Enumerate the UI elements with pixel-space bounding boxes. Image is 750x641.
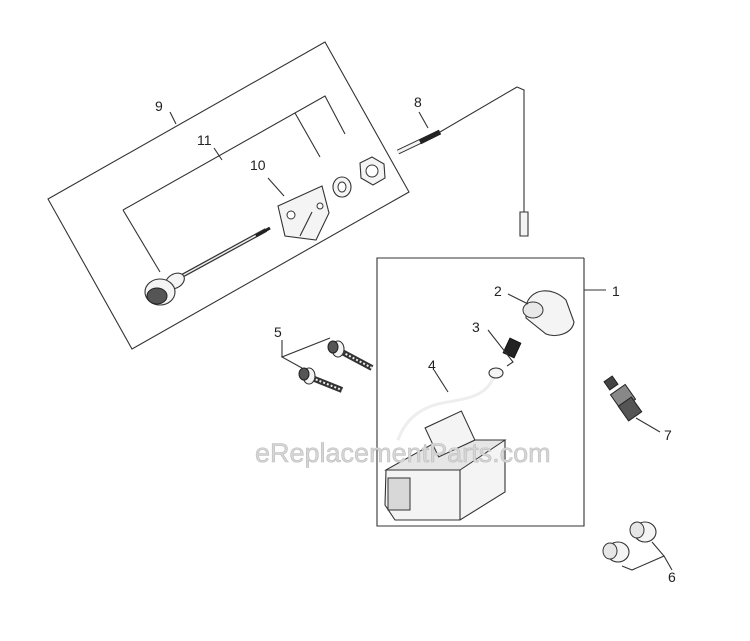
bolt-lower [298,367,344,393]
leader-line [213,147,223,161]
leader-line [621,541,665,571]
assembly-11-bracket [122,95,346,211]
choke-knob-rod [144,226,271,306]
callout-9: 9 [155,98,163,114]
leader-line [418,111,429,129]
assembly-1-frame [376,257,585,527]
bracket-plate [277,185,330,241]
callout-2: 2 [494,283,502,299]
callout-6: 6 [668,569,676,585]
callout-5: 5 [274,324,282,340]
callout-10: 10 [250,157,266,173]
washer [332,176,352,198]
terminal-cap [522,290,575,337]
leader-line [294,112,321,158]
leader-line [507,293,529,305]
spring [502,337,522,359]
grommet-lower [602,541,630,563]
ignition-coil [384,367,507,521]
grommet-upper [629,521,657,543]
leader-line [663,555,673,571]
callout-10-11-group: 11 [197,132,212,148]
callout-7: 7 [664,427,672,443]
assembly-9-frame [47,41,410,350]
leader-line [122,209,161,273]
callout-4: 4 [428,357,436,373]
leader-line [433,369,449,393]
callout-3: 3 [472,319,480,335]
leader-line [280,337,331,369]
leader-line [487,329,514,367]
callout-1: 1 [612,283,620,299]
throttle-cable [396,86,529,237]
callout-8: 8 [414,94,422,110]
leader-line [267,177,285,197]
leader-line [169,111,177,125]
bolt-upper [327,340,374,371]
hex-nut [359,156,386,186]
watermark: eReplacementParts.com [255,438,551,468]
spark-plug [603,375,661,433]
